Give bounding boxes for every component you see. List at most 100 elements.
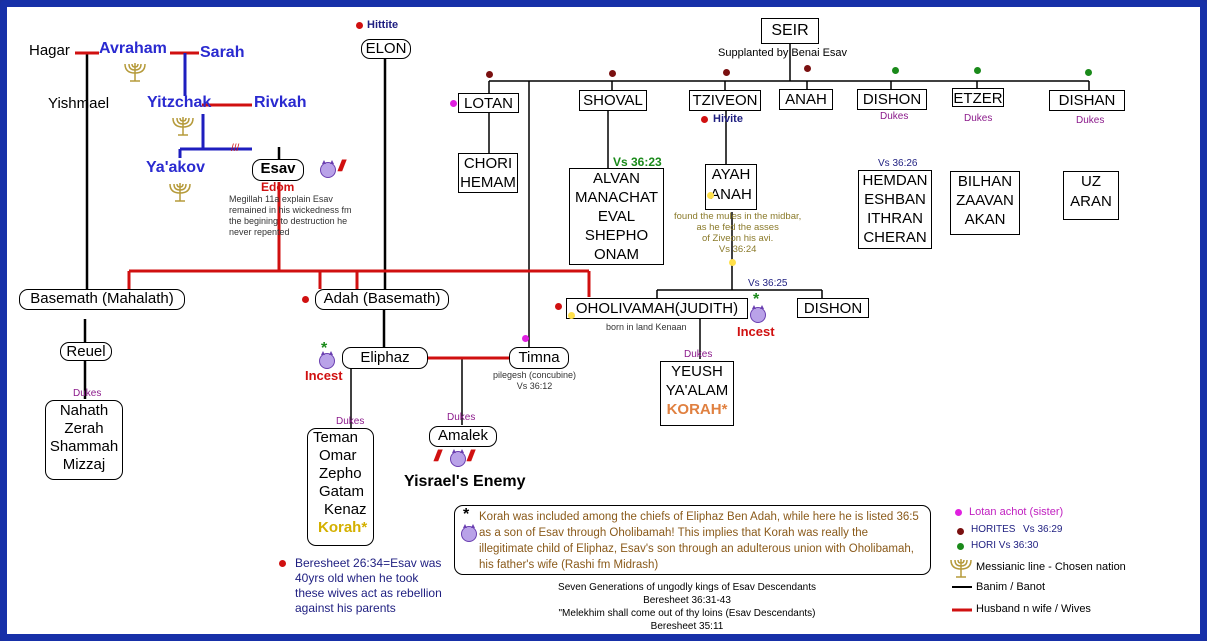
seir-node: SEIR [761, 18, 819, 44]
legend-horites-label: HORITES [971, 524, 1016, 535]
yellow-dot [729, 259, 736, 266]
dishon2-node: DISHON [797, 298, 869, 318]
sarah-label: Sarah [200, 44, 245, 61]
legend-horites-vs: Vs 36:29 [1023, 524, 1063, 535]
basemath-node: Basemath (Mahalath) [19, 289, 185, 310]
oholi-dot [555, 303, 562, 310]
lotan-node: LOTAN [458, 93, 519, 113]
dishon-node: DISHON [857, 89, 927, 110]
hivite-dot [701, 116, 708, 123]
shoval-vs-label: Vs 36:23 [613, 155, 662, 169]
yisrael-enemy-label: Yisrael's Enemy [404, 473, 526, 490]
avraham-label: Avraham [99, 40, 167, 57]
shoval-node: SHOVAL [579, 90, 647, 111]
star-icon: * [753, 291, 760, 308]
supplanted-label: Supplanted by Benai Esav [718, 47, 848, 59]
horite-dot [723, 69, 730, 76]
legend-husband-label: Husband n wife / Wives [976, 603, 1091, 615]
devil-icon [450, 449, 466, 467]
timna-node: Timna [509, 347, 569, 369]
yishmael-label: Yishmael [48, 95, 110, 112]
menorah-icon [169, 183, 191, 202]
connector-lines [75, 43, 1090, 612]
yaakov-label: Ya'akov [146, 159, 205, 176]
reuel-dukes-label: Dukes [73, 388, 102, 399]
yitzchak-label: Yitzchak [147, 94, 212, 111]
star-icon: * [321, 340, 328, 357]
hivite-label: Hivite [713, 113, 743, 125]
horite-dot [804, 65, 811, 72]
oholi-dukes-label: Dukes [684, 349, 713, 360]
yellow-dot [707, 192, 714, 199]
hori-dot [892, 67, 899, 74]
devil-icon [319, 351, 335, 369]
devil-icon [750, 305, 766, 323]
hori-dot [974, 67, 981, 74]
lotan-dot [450, 100, 457, 107]
hittite-dot [356, 22, 363, 29]
slashes-icon: /// [467, 448, 475, 465]
dishan-dukes-label: Dukes [1076, 115, 1105, 126]
slashes-icon: /// [231, 143, 240, 154]
legend-horites-dot [957, 528, 964, 535]
vs-3625-label: Vs 36:25 [748, 278, 788, 289]
dishan-node: DISHAN [1049, 90, 1125, 111]
amalek-node: Amalek [429, 426, 497, 447]
star-icon: * [463, 506, 470, 523]
korah-note-box: * Korah was included among the chiefs of… [454, 505, 931, 575]
legend-messianic-label: Messianic line - Chosen nation [976, 561, 1126, 573]
anah-note: found the mules in the midbar,as he fed … [674, 211, 802, 255]
korah-note-text: Korah was included among the chiefs of E… [479, 511, 919, 571]
etzer-dukes-label: Dukes [964, 113, 993, 124]
timna-note: pilegesh (concubine)Vs 36:12 [493, 370, 577, 391]
hori-dot [1085, 69, 1092, 76]
devil-icon [320, 160, 336, 178]
horite-dot [609, 70, 616, 77]
legend-lotan-dot [955, 509, 962, 516]
dishon-vs-label: Vs 36:26 [878, 158, 918, 169]
born-kenaan-label: born in land Kenaan [606, 322, 687, 332]
esav-node: Esav [252, 159, 304, 181]
eliphaz-dukes-label: Dukes [336, 416, 365, 427]
kings-note: Seven Generations of ungodly kings of Es… [558, 582, 816, 632]
horite-dot [486, 71, 493, 78]
incest-right-label: Incest [737, 324, 775, 339]
hittite-label: Hittite [367, 19, 399, 31]
dishon-dukes-label: Dukes [880, 111, 909, 122]
etzer-node: ETZER [952, 88, 1004, 107]
devil-icon [461, 524, 477, 542]
legend-lotan-label: Lotan achot (sister) [969, 506, 1064, 518]
menorah-icon [172, 117, 194, 136]
legend-banim-label: Banim / Banot [976, 581, 1046, 593]
timna-dot [522, 335, 529, 342]
slashes-icon: /// [338, 158, 346, 175]
anah-node: ANAH [779, 89, 833, 110]
beresheet-dot [279, 560, 286, 567]
eliphaz-node: Eliphaz [342, 347, 428, 369]
menorah-icon [124, 63, 146, 82]
reuel-node: Reuel [60, 342, 112, 361]
adah-node: Adah (Basemath) [315, 289, 449, 310]
incest-left-label: Incest [305, 368, 343, 383]
hagar-label: Hagar [29, 42, 70, 59]
elon-node: ELON [361, 39, 411, 59]
yellow-dot [568, 312, 575, 319]
legend-hori-label: HORI Vs 36:30 [971, 540, 1039, 551]
legend-hori-dot [957, 543, 964, 550]
slashes-icon: /// [434, 448, 442, 465]
rivkah-label: Rivkah [254, 94, 307, 111]
amalek-dukes-label: Dukes [447, 412, 476, 423]
menorah-icon [950, 559, 972, 578]
